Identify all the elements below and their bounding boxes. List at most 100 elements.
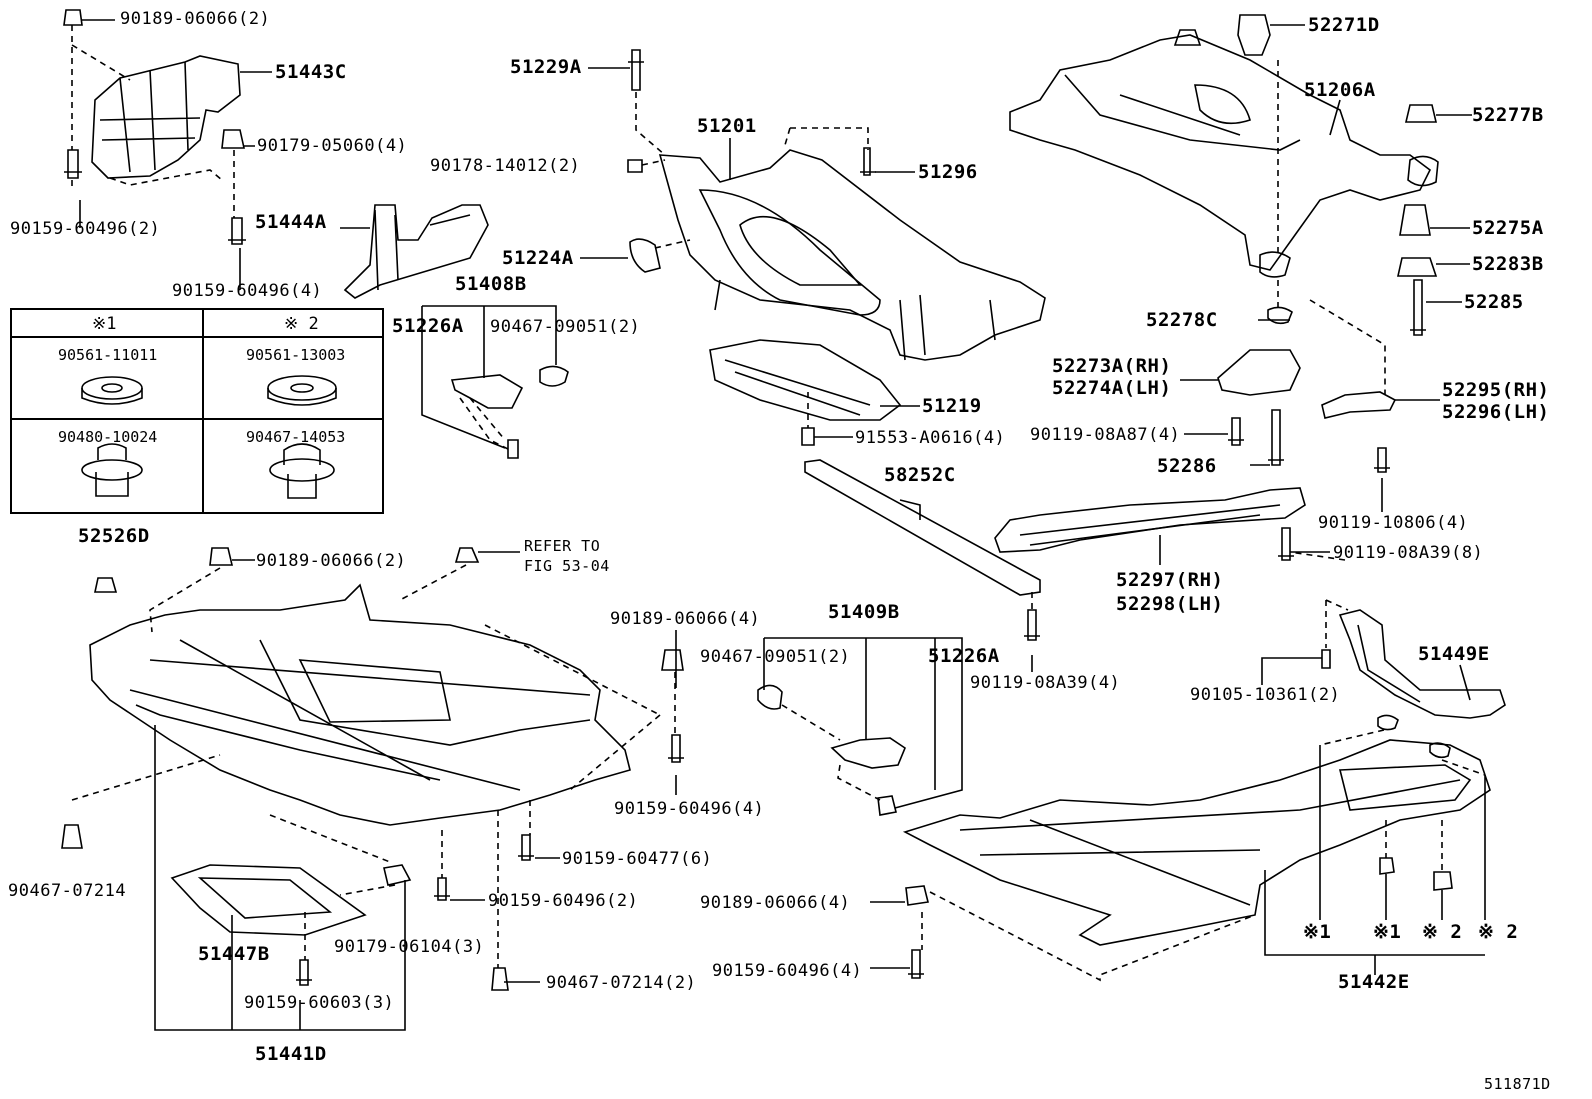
legend-part-number: 90561-11011 <box>58 346 158 364</box>
leader-lines-51409b <box>763 637 963 809</box>
brace-58252c-drawing <box>804 459 1041 596</box>
part-label-52298-lh: 52298(LH) <box>1116 593 1224 615</box>
part-label-51296: 51296 <box>918 161 978 183</box>
part-label-90179-05060: 90179-05060(4) <box>257 136 408 156</box>
leader-dashes-right <box>1277 60 1386 395</box>
washer-legend-table: ※1 ※ 2 90561-11011 90561-13003 90480-100… <box>10 308 384 514</box>
plate-51219-drawing <box>709 339 902 421</box>
part-label-51443c: 51443C <box>275 61 347 83</box>
part-label-90105-10361: 90105-10361(2) <box>1190 685 1341 705</box>
part-label-51206a: 51206A <box>1304 79 1376 101</box>
refer-note-line-1: REFER TO <box>524 537 601 555</box>
part-label-90159-60496: 90159-60496(4) <box>614 799 765 819</box>
part-label-90178-14012: 90178-14012(2) <box>430 156 581 176</box>
part-label-51449e: 51449E <box>1418 643 1490 665</box>
grommet-icon <box>269 443 335 499</box>
cover-51442e-drawing <box>902 739 1491 946</box>
part-label-52274a-lh: 52274A(LH) <box>1052 377 1172 399</box>
bracket-51408b-drawing <box>450 365 569 459</box>
flange-nut-icon <box>81 443 143 497</box>
fastener-group-lower-left <box>61 547 684 991</box>
reference-mark-1: ※1 <box>1303 921 1332 943</box>
part-label-52286: 52286 <box>1157 455 1217 477</box>
part-label-90467-09051: 90467-09051(2) <box>700 647 851 667</box>
part-label-52296-lh: 52296(LH) <box>1442 401 1550 423</box>
subframe-51206a-drawing <box>1009 29 1439 278</box>
refer-note-line-2: FIG 53-04 <box>524 557 610 575</box>
part-label-90159-60496: 90159-60496(2) <box>488 891 639 911</box>
leader-lines-upper-left <box>79 19 370 290</box>
part-label-90119-08a39: 90119-08A39(4) <box>970 673 1121 693</box>
part-label-90159-60496: 90159-60496(2) <box>10 219 161 239</box>
part-label-90467-07214: 90467-07214(2) <box>546 973 697 993</box>
part-label-58252c: 58252C <box>884 464 956 486</box>
part-label-51224a: 51224A <box>502 247 574 269</box>
part-label-52283b: 52283B <box>1472 253 1544 275</box>
part-label-90119-08a87: 90119-08A87(4) <box>1030 425 1181 445</box>
part-label-90159-60496: 90159-60496(4) <box>712 961 863 981</box>
part-label-90159-60477: 90159-60477(6) <box>562 849 713 869</box>
part-label-51442e: 51442E <box>1338 971 1410 993</box>
bracket-51409b-drawing <box>757 684 906 816</box>
part-label-52278c: 52278C <box>1146 309 1218 331</box>
part-label-90189-06066: 90189-06066(2) <box>256 551 407 571</box>
part-label-90189-06066: 90189-06066(2) <box>120 9 271 29</box>
leader-dashes-51409b <box>781 704 881 801</box>
fastener-group-right <box>1217 14 1438 473</box>
part-label-51201: 51201 <box>697 115 757 137</box>
part-label-51226a: 51226A <box>392 315 464 337</box>
plate-51447b-drawing <box>170 864 367 936</box>
legend-washer-icons <box>81 375 337 499</box>
legend-part-number: 90467-14053 <box>246 428 346 446</box>
part-label-52526d: 52526D <box>78 525 150 547</box>
part-label-91553-a0616: 91553-A0616(4) <box>855 428 1006 448</box>
legend-divider-h2 <box>12 418 382 420</box>
leader-lines-lower-right <box>870 655 1486 975</box>
part-label-90159-60603: 90159-60603(3) <box>244 993 395 1013</box>
legend-header-mark-1: ※1 <box>92 314 117 334</box>
part-label-51409b: 51409B <box>828 601 900 623</box>
leader-dashes-center <box>635 92 869 428</box>
part-label-90467-07214: 90467-07214 <box>8 881 127 901</box>
part-label-51229a: 51229A <box>510 56 582 78</box>
bracket-51449e-drawing <box>1338 609 1506 719</box>
part-label-52271d: 52271D <box>1308 14 1380 36</box>
leader-lines-51408b <box>421 305 557 449</box>
part-label-52277b: 52277B <box>1472 104 1544 126</box>
fastener-group-center <box>627 49 876 446</box>
legend-divider-vertical <box>202 310 204 512</box>
part-label-52275a: 52275A <box>1472 217 1544 239</box>
part-label-90179-06104: 90179-06104(3) <box>334 937 485 957</box>
part-label-51219: 51219 <box>922 395 982 417</box>
leader-dashes-lower-left <box>71 564 676 968</box>
part-label-90159-60496: 90159-60496(4) <box>172 281 323 301</box>
part-label-51444a: 51444A <box>255 211 327 233</box>
part-label-51441d: 51441D <box>255 1043 327 1065</box>
fastener-group-lower-right <box>905 527 1453 979</box>
leader-dashes-lower-right <box>921 551 1486 982</box>
leader-dashes-upper-left <box>71 25 235 218</box>
part-label-52295-rh: 52295(RH) <box>1442 379 1550 401</box>
flat-washer-icon <box>81 376 143 405</box>
leader-lines-lower-left <box>154 551 677 1031</box>
diagram-id: 511871D <box>1484 1075 1551 1093</box>
reference-mark-2: ※ 2 <box>1478 921 1519 943</box>
subframe-51201-drawing <box>658 149 1046 361</box>
part-label-90467-09051: 90467-09051(2) <box>490 317 641 337</box>
part-label-90119-08a39: 90119-08A39(8) <box>1333 543 1484 563</box>
part-label-52297-rh: 52297(RH) <box>1116 569 1224 591</box>
part-label-52285: 52285 <box>1464 291 1524 313</box>
legend-part-number: 90480-10024 <box>58 428 158 446</box>
reference-mark-2: ※ 2 <box>1422 921 1463 943</box>
part-label-51447b: 51447B <box>198 943 270 965</box>
leader-lines-center <box>580 67 921 520</box>
part-label-90189-06066: 90189-06066(4) <box>700 893 851 913</box>
legend-part-number: 90561-13003 <box>246 346 346 364</box>
fastener-group-upper-left <box>63 9 246 245</box>
cover-51441d-drawing <box>89 583 631 826</box>
brace-52297-drawing <box>994 487 1306 553</box>
reference-mark-1: ※1 <box>1373 921 1402 943</box>
part-label-90189-06066: 90189-06066(4) <box>610 609 761 629</box>
part-label-52273a-rh: 52273A(RH) <box>1052 355 1172 377</box>
